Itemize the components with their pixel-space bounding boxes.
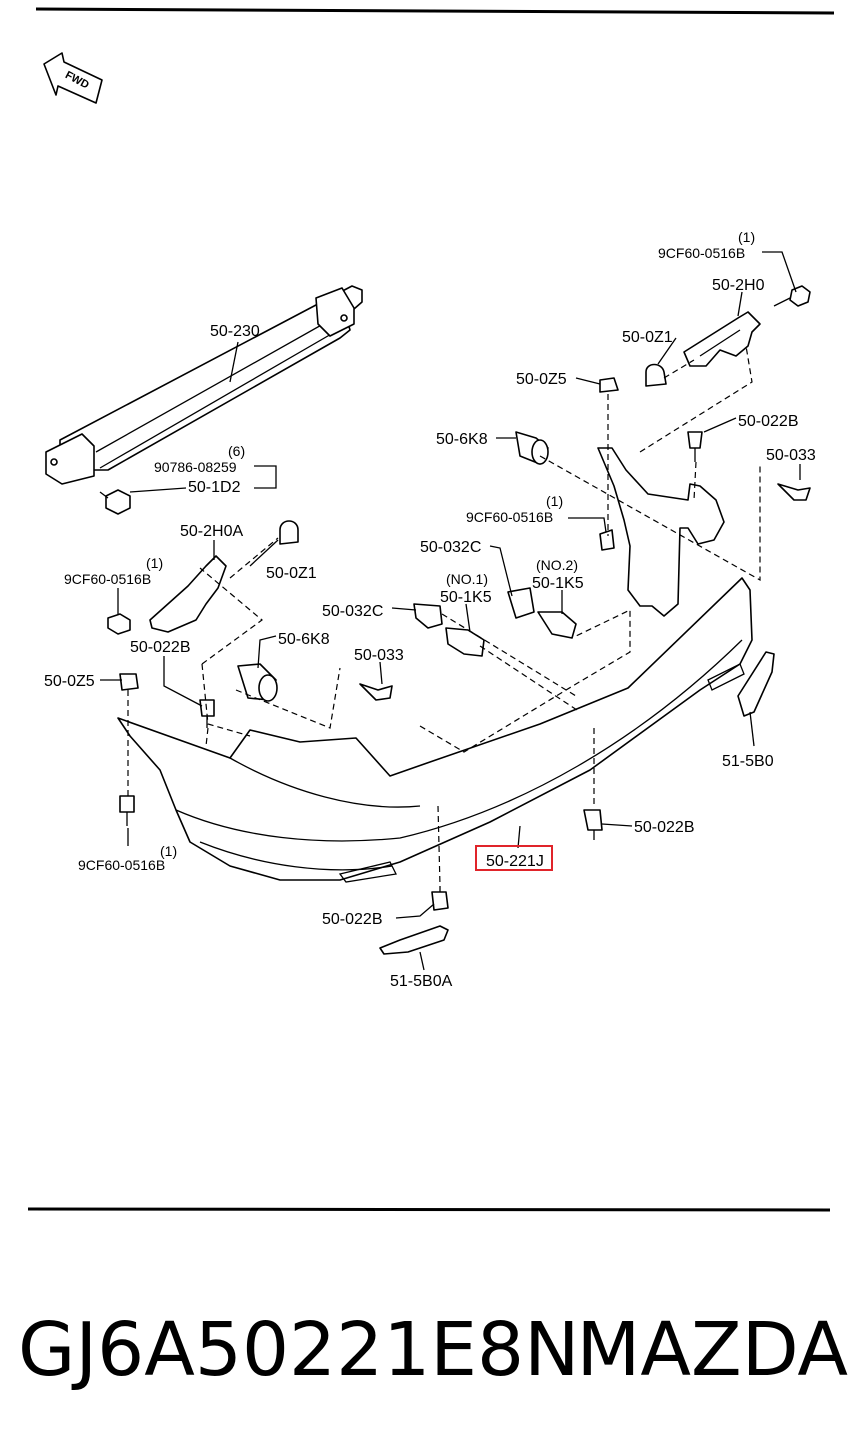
label-pin-022b-right: 50-022B <box>738 413 799 430</box>
nut-032c-left-icon <box>413 603 443 629</box>
bracket-right <box>683 311 761 367</box>
label-pin-022b-bottom: 50-022B <box>322 911 383 928</box>
side-bracket-right <box>597 447 725 617</box>
clip-0z1-left-icon <box>279 520 299 545</box>
bracket-left <box>149 555 227 633</box>
label-nut-032c-upper: 50-032C <box>420 539 481 556</box>
label-bolt-bottom: 9CF60-0516B <box>78 857 165 873</box>
reflector-left <box>379 925 449 955</box>
pin-022b-bottom-icon <box>431 886 449 911</box>
clip-0z1-right-icon <box>645 363 667 387</box>
label-nut-032c-left: 50-032C <box>322 603 383 620</box>
label-reflector-left: 51-5B0A <box>390 973 453 990</box>
bolt-top-right-icon <box>773 285 811 307</box>
stopper-6k8-upper-icon <box>515 431 549 465</box>
top-rule <box>35 7 835 15</box>
label-qty-top-right: (1) <box>738 229 755 245</box>
bolt-left-icon <box>107 613 131 635</box>
label-clip-0z5-left: 50-0Z5 <box>44 673 95 690</box>
fwd-arrow-icon: FWD <box>43 52 103 104</box>
footer: GJ6A50221E8N MAZDA <box>0 1305 864 1395</box>
label-bolt-group: 90786-08259 <box>154 459 237 475</box>
label-bracket-right: 50-2H0 <box>712 277 765 294</box>
clip-0z5-left-icon <box>119 673 139 691</box>
label-screw-033-right: 50-033 <box>766 447 816 464</box>
assembly-lines <box>127 345 761 887</box>
leader-lines <box>100 251 801 971</box>
label-bumper-cover: 50-221J <box>486 853 544 870</box>
reflector-right <box>737 651 775 717</box>
part-number: GJ6A50221E8N <box>18 1307 580 1393</box>
label-bolt-center: 9CF60-0516B <box>466 509 553 525</box>
brand-name: MAZDA <box>576 1307 848 1393</box>
nut-032c-upper-icon <box>507 587 535 619</box>
label-clip-0z1-right: 50-0Z1 <box>622 329 673 346</box>
label-retainer-no2: 50-1K5 <box>532 575 584 592</box>
label-screw-033-lower: 50-033 <box>354 647 404 664</box>
label-stopper-6k8-lower: 50-6K8 <box>278 631 330 648</box>
label-reflector-right: 51-5B0 <box>722 753 774 770</box>
bolt-center-icon <box>599 529 615 551</box>
label-stopper-6k8-upper: 50-6K8 <box>436 431 488 448</box>
label-no1: (NO.1) <box>446 571 488 587</box>
label-bolt-1d2: 50-1D2 <box>188 479 241 496</box>
bolt-bottom-icon <box>119 795 135 826</box>
label-qty-left-bolt: (1) <box>146 555 163 571</box>
stopper-6k8-lower-icon <box>237 663 278 702</box>
highlight-box <box>475 845 553 871</box>
labels: (1) 9CF60-0516B 50-2H0 50-0Z1 50-230 50-… <box>44 229 816 990</box>
screw-033-right-icon <box>777 483 811 501</box>
pin-022b-lower-right-icon <box>583 809 603 840</box>
pin-022b-right-icon <box>687 431 703 462</box>
clip-0z5-upper-icon <box>599 377 619 393</box>
label-qty-center-bolt: (1) <box>546 493 563 509</box>
label-bolt-left: 9CF60-0516B <box>64 571 151 587</box>
label-no2: (NO.2) <box>536 557 578 573</box>
screw-033-lower-icon <box>359 683 393 701</box>
bolt-90786-icon <box>99 489 131 515</box>
label-clip-0z5-upper: 50-0Z5 <box>516 371 567 388</box>
label-retainer-no1: 50-1K5 <box>440 589 492 606</box>
label-qty-bottom-bolt: (1) <box>160 843 177 859</box>
label-bracket-left: 50-2H0A <box>180 523 243 540</box>
retainer-no2-icon <box>537 611 577 639</box>
label-pin-022b-lower-right: 50-022B <box>634 819 695 836</box>
label-bolt-top-right: 9CF60-0516B <box>658 245 745 261</box>
rear-bumper-cover <box>117 577 753 883</box>
bumper-reinforcement <box>45 285 363 485</box>
bottom-rule <box>27 1207 831 1212</box>
label-clip-0z1-left: 50-0Z1 <box>266 565 317 582</box>
label-reinforcement: 50-230 <box>210 323 260 340</box>
retainer-no1-icon <box>445 627 485 657</box>
label-qty-bolt-group: (6) <box>228 443 245 459</box>
label-pin-022b-left: 50-022B <box>130 639 191 656</box>
